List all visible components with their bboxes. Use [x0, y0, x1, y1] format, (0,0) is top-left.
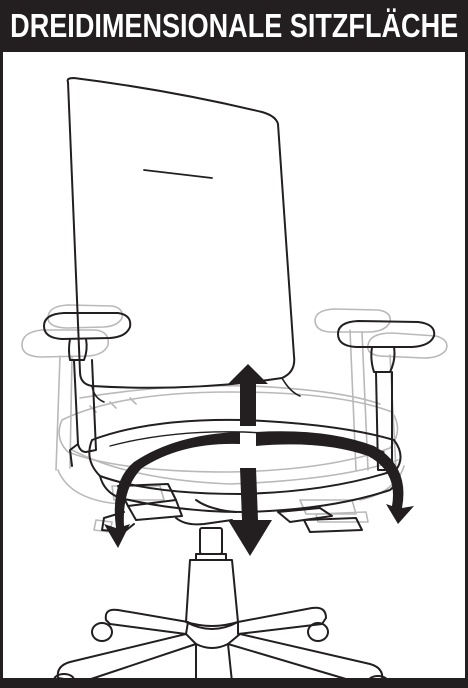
- bottom-border: [0, 678, 468, 688]
- chair-illustration: [0, 52, 468, 688]
- page-title: DREIDIMENSIONALE SITZFLÄCHE: [10, 7, 458, 45]
- title-bar: DREIDIMENSIONALE SITZFLÄCHE: [0, 0, 468, 52]
